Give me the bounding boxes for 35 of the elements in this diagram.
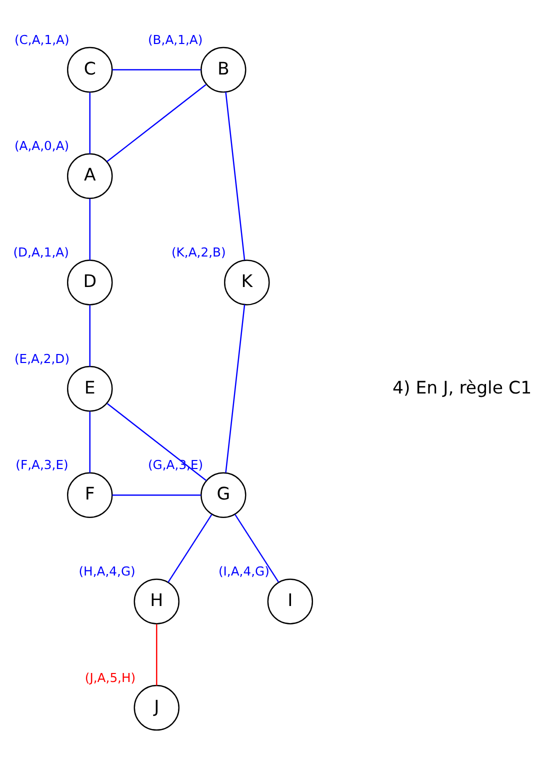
connector	[156, 624, 158, 685]
connector	[168, 514, 212, 582]
node-circle: G	[200, 472, 246, 518]
connector	[112, 494, 201, 496]
label: 4) En J, règle C1	[392, 378, 532, 398]
node-circle: E	[67, 365, 113, 412]
node-circle: B	[200, 46, 246, 92]
node-circle: H	[134, 578, 180, 624]
node-circle: C	[67, 46, 113, 92]
connector	[89, 198, 90, 260]
node-circle: D	[67, 259, 113, 305]
node-label: (K,A,2,B)	[171, 245, 226, 260]
node-label: (I,A,4,G)	[218, 564, 270, 578]
node-label: (B,A,1,A)	[148, 32, 203, 46]
connector	[89, 304, 90, 366]
connector	[106, 84, 206, 162]
node-circle: I	[267, 578, 314, 624]
node-label: (C,A,1,A)	[14, 32, 70, 46]
connector	[106, 402, 207, 481]
connector	[89, 411, 90, 472]
node-label: (H,A,4,G)	[78, 564, 136, 578]
connector	[234, 514, 280, 582]
connector	[225, 304, 246, 472]
node-label: (D,A,1,A)	[13, 245, 69, 260]
node-label: (J,A,5,H)	[84, 670, 136, 684]
node-circle: A	[67, 152, 113, 198]
node-circle: K	[224, 259, 270, 305]
connector	[225, 91, 246, 260]
node-label: (E,A,2,D)	[14, 351, 70, 366]
node-label: (A,A,0,A)	[14, 138, 70, 153]
connector	[89, 92, 90, 154]
node-label: (F,A,3,E)	[16, 458, 68, 472]
node-circle: J	[134, 684, 180, 730]
node-circle: F	[67, 472, 113, 518]
connector	[112, 68, 201, 70]
